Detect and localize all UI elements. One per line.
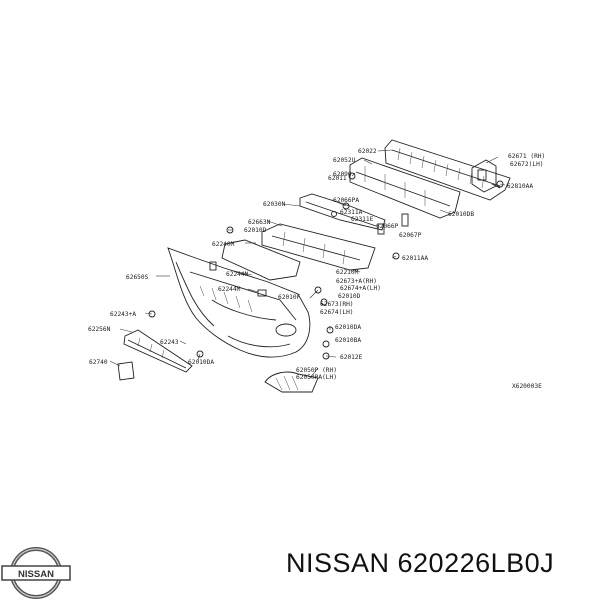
leader-lines [109,149,506,379]
callout-62810aa: 62810AA [507,183,533,190]
callout-62011: 62011 [328,175,347,182]
fog-lamp-cover-part [264,371,319,393]
callout-62010ba: 62010BA [335,337,361,344]
callout-62010f: 62010F [278,294,301,301]
svg-text:NISSAN: NISSAN [18,569,54,580]
callout-62010db: 62010DB [448,211,474,218]
callout-62673b: 62673(RH) [320,301,354,308]
callout-62240m: 62240M [212,241,235,248]
callout-62050p: 62050P (RH) [296,367,337,374]
callout-62066p: 62066P [376,223,399,230]
callout-62030n: 62030N [263,201,286,208]
brand-logo: NISSAN [1,547,71,599]
callout-62066pa: 62066PA [333,197,359,204]
callout-62010da: 62010DA [335,324,361,331]
callout-62050pa: 62050PA(LH) [296,374,337,381]
callout-62673a: 62673+A(RH) [336,278,377,285]
callout-62256n: 62256N [88,326,111,333]
callout-62090: 62090 [333,171,352,178]
diagram-reference-code: X620003E [512,383,542,390]
energy-absorber-part [349,157,461,219]
callout-62671: 62671 (RH) [508,153,545,160]
part-number-caption: NISSAN 620226LB0J [286,548,555,578]
upper-cover-part [299,193,386,231]
callout-62210m: 62210M [336,269,359,276]
callout-62674a: 62674+A(LH) [340,285,381,292]
bumper-reinforcement-part [384,139,511,201]
callout-62311a: 62311A [340,209,363,216]
bumper-fascia-part [167,247,311,358]
callout-62243a: 62243+A [110,311,136,318]
lower-trim-part [123,329,193,373]
callout-62672: 62672(LH) [510,161,544,168]
bracket-62740-part [117,361,135,381]
callout-62022: 62022 [358,148,377,155]
callout-62244m: 62244M [218,286,241,293]
callout-62243: 62243 [160,339,179,346]
callout-62311e: 62311E [351,216,374,223]
callout-62010d: 62010D [338,293,361,300]
callout-62067p: 62067P [399,232,422,239]
clip-icons [148,172,504,360]
callout-62010d-top: 62010D [244,227,267,234]
callout-62011aa: 62011AA [402,255,428,262]
callout-62244n: 62244N [226,271,249,278]
callout-62010da-lower: 62010DA [188,359,214,366]
callout-62052u: 62052U [333,157,356,164]
callout-62012e: 62012E [340,354,363,361]
callout-62674b: 62674(LH) [320,309,354,316]
lower-grille-part [261,223,376,271]
side-bracket-part [471,159,501,193]
undercover-part [221,239,301,281]
callout-62663n: 62663N [248,219,271,226]
callout-62650s: 62650S [126,274,149,281]
callout-62740: 62740 [89,359,108,366]
